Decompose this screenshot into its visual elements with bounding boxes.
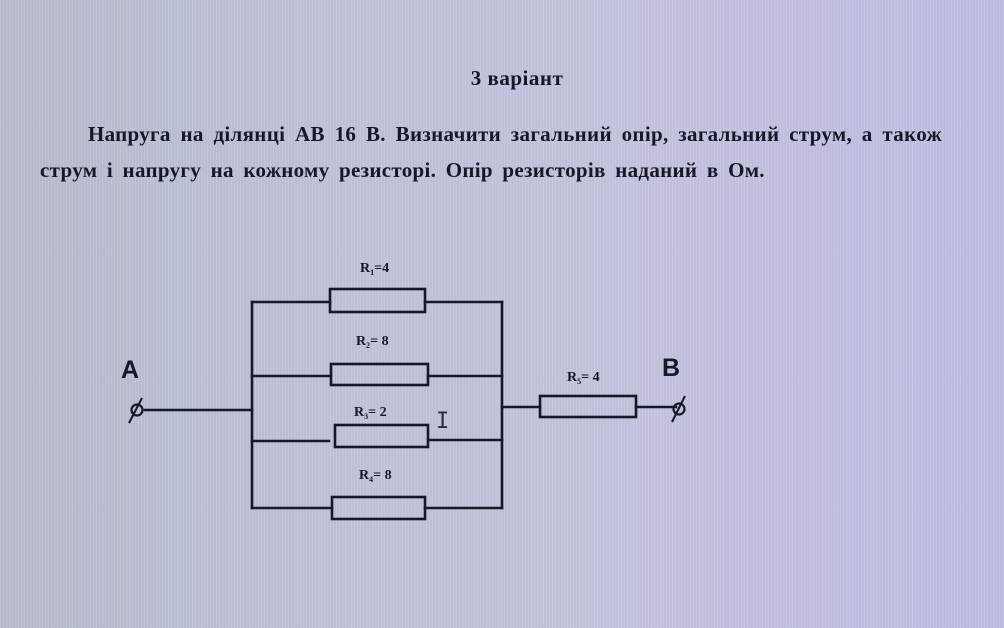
label-r3-letter: R: [354, 405, 365, 420]
label-r4-value: = 8: [373, 468, 391, 483]
resistor-r3: [333, 423, 430, 449]
resistor-r4: [330, 495, 427, 521]
resistor-r2: [329, 362, 430, 387]
label-r4: R4= 8: [359, 468, 392, 484]
terminal-a-slash: [128, 397, 143, 424]
label-r1: R1=4: [360, 261, 389, 277]
label-r5-letter: R: [567, 370, 578, 385]
terminal-a-label: A: [121, 356, 139, 384]
label-r1-letter: R: [360, 261, 371, 276]
problem-statement: Напруга на ділянці АВ 16 В. Визначити за…: [40, 122, 942, 182]
label-r4-letter: R: [359, 468, 370, 483]
label-r2-value: = 8: [370, 334, 388, 349]
terminal-b-slash: [671, 395, 686, 423]
label-r1-value: =4: [374, 261, 389, 276]
label-r2: R2= 8: [356, 334, 389, 350]
label-r3: R3= 2: [354, 405, 387, 421]
label-r4-sub: 4: [369, 475, 373, 484]
resistor-r5: [538, 394, 638, 419]
terminal-b: B: [662, 354, 686, 423]
terminal-b-label: B: [662, 354, 680, 382]
terminal-b-node: [672, 402, 686, 416]
terminal-a: A: [121, 356, 144, 424]
label-r2-sub: 2: [366, 341, 370, 350]
label-r3-sub: 3: [364, 412, 368, 421]
label-r2-letter: R: [356, 334, 367, 349]
terminal-a-node: [130, 403, 144, 417]
label-r1-sub: 1: [370, 268, 374, 277]
text-cursor-icon: I: [436, 409, 449, 434]
label-r5-sub: 5: [577, 377, 581, 386]
variant-title: 3 варіант: [470, 66, 564, 90]
label-r5: R5= 4: [567, 370, 600, 386]
label-r3-value: = 2: [368, 405, 386, 420]
label-r5-value: = 4: [581, 370, 599, 385]
resistor-r1: [328, 287, 427, 314]
